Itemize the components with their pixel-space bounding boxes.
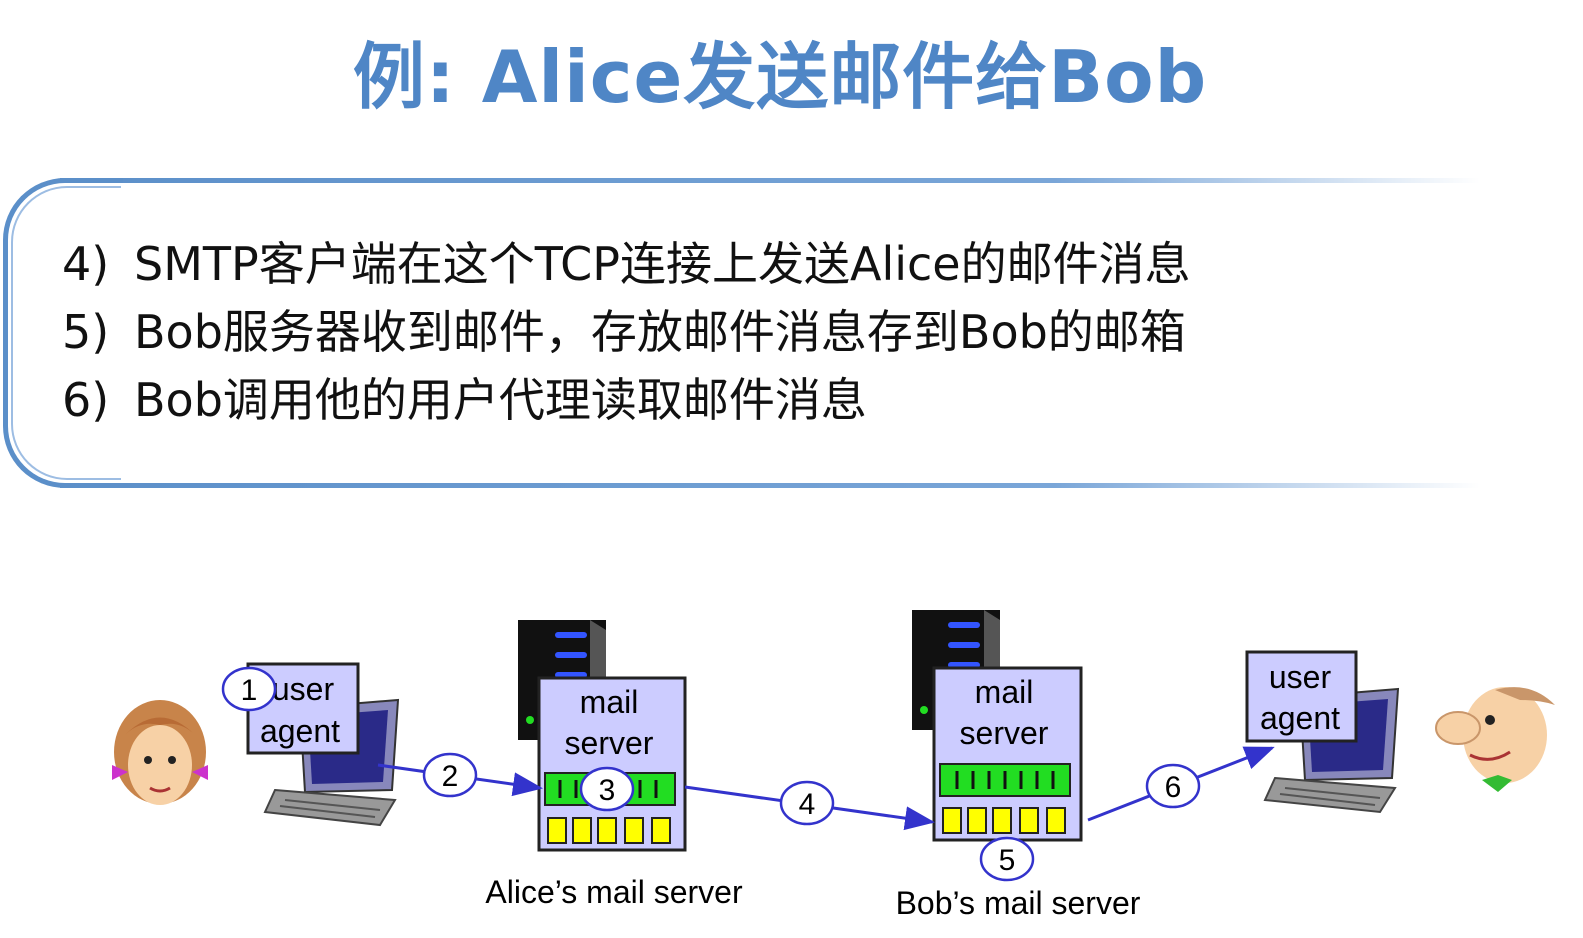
alice-server-line2: server — [565, 725, 654, 761]
step-label-1: 1 — [221, 666, 277, 712]
step-6-text: Bob调用他的用户代理读取邮件消息 — [134, 373, 867, 427]
bob-server-line1: mail — [975, 674, 1034, 710]
svg-text:4: 4 — [799, 788, 816, 821]
bob-mailboxes — [942, 807, 1066, 834]
step-label-5: 5 — [979, 836, 1035, 882]
step-4-text: SMTP客户端在这个TCP连接上发送Alice的邮件消息 — [134, 237, 1191, 291]
bob-icon — [1435, 687, 1555, 792]
bob-message-queue — [939, 763, 1071, 797]
step-label-6: 6 — [1145, 763, 1201, 809]
alice-mailboxes — [547, 817, 671, 844]
alice-user-agent-box — [246, 662, 360, 755]
alice-server-caption: Alice’s mail server — [485, 874, 743, 910]
svg-text:1: 1 — [241, 674, 258, 707]
bob-server-caption: Bob’s mail server — [896, 885, 1141, 921]
step-label-4: 4 — [779, 780, 835, 826]
step-5-number: 5) — [62, 305, 110, 359]
svg-text:5: 5 — [999, 844, 1016, 877]
alice-icon — [112, 700, 208, 805]
svg-text:6: 6 — [1165, 771, 1182, 804]
step-4-number: 4) — [62, 237, 110, 291]
step-4: 4) SMTP客户端在这个TCP连接上发送Alice的邮件消息 — [62, 228, 1191, 294]
alice-server-line1: mail — [580, 684, 639, 720]
page-title: 例: Alice发送邮件给Bob — [352, 35, 1208, 119]
alice-agent-line2: agent — [260, 713, 340, 749]
step-5-text: Bob服务器收到邮件，存放邮件消息存到Bob的邮箱 — [134, 305, 1186, 359]
step-5: 5) Bob服务器收到邮件，存放邮件消息存到Bob的邮箱 — [62, 296, 1186, 362]
panel-inner-border — [11, 186, 121, 480]
step-label-2: 2 — [422, 752, 478, 798]
panel-top-border — [60, 178, 1480, 183]
bob-agent-line1: user — [1269, 659, 1332, 695]
bob-user-agent-box — [1245, 650, 1358, 743]
svg-text:3: 3 — [599, 774, 616, 807]
alice-agent-line1: user — [272, 671, 335, 707]
panel-bottom-border — [60, 483, 1480, 488]
step-label-3: 3 — [579, 766, 635, 812]
step-6-number: 6) — [62, 373, 110, 427]
step-6: 6) Bob调用他的用户代理读取邮件消息 — [62, 364, 867, 430]
bob-server-line2: server — [960, 715, 1049, 751]
bob-agent-line2: agent — [1260, 700, 1340, 736]
svg-text:2: 2 — [442, 760, 459, 793]
